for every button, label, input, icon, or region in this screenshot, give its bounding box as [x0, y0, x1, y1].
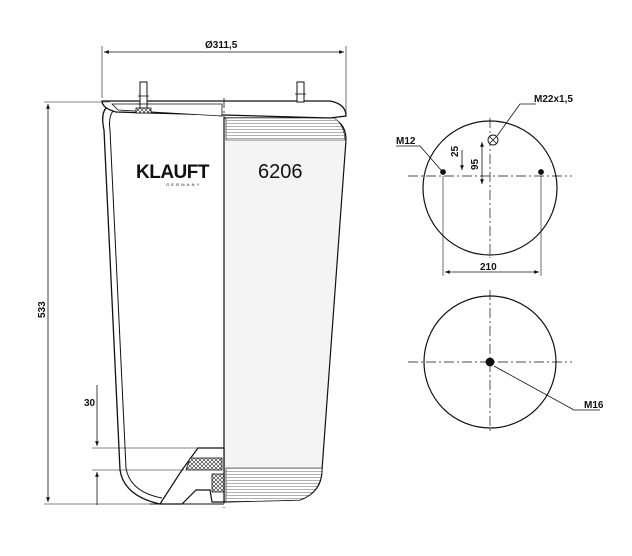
- leader-m16: [493, 365, 600, 411]
- part-number: 6206: [258, 161, 303, 183]
- bolt-spacing-label: 210: [480, 262, 497, 273]
- brand-tagline: GERMANY: [166, 182, 202, 187]
- height-label: 533: [37, 301, 48, 318]
- thread-m22-label: M22x1,5: [534, 94, 573, 105]
- top-bead-hatch: [225, 117, 346, 141]
- bottom-bolt-hole: [485, 357, 495, 367]
- lower-offset-label: 30: [84, 398, 96, 409]
- bolt-hole-right: [538, 169, 544, 175]
- bottom-view: [408, 290, 600, 432]
- thread-m16-label: M16: [584, 400, 604, 411]
- leader-m12: [396, 145, 442, 171]
- leader-m22: [496, 103, 536, 137]
- dimension-top-diameter: [101, 46, 347, 114]
- offset-large-label: 95: [470, 158, 481, 170]
- top-diameter-label: Ø311,5: [205, 40, 238, 51]
- dimension-lower-offset: [92, 385, 198, 505]
- piston-hatch: [185, 457, 223, 471]
- bellow-wall-left-outer: [102, 105, 161, 505]
- offset-small-label: 25: [450, 145, 461, 157]
- thread-m12-label: M12: [396, 136, 416, 147]
- brand-name: KLAUFT: [136, 162, 210, 183]
- top-bolt-right: [295, 81, 306, 103]
- bellow-wall-left-inner: [109, 109, 163, 499]
- bottom-bead-hatch: [225, 467, 323, 503]
- bolt-hole-left: [440, 169, 446, 175]
- top-view: [396, 103, 572, 276]
- air-spring-side-view: [101, 81, 347, 508]
- top-plate-inner: [111, 103, 223, 117]
- top-bolt-left: [135, 81, 152, 114]
- piston-insert: [211, 473, 225, 493]
